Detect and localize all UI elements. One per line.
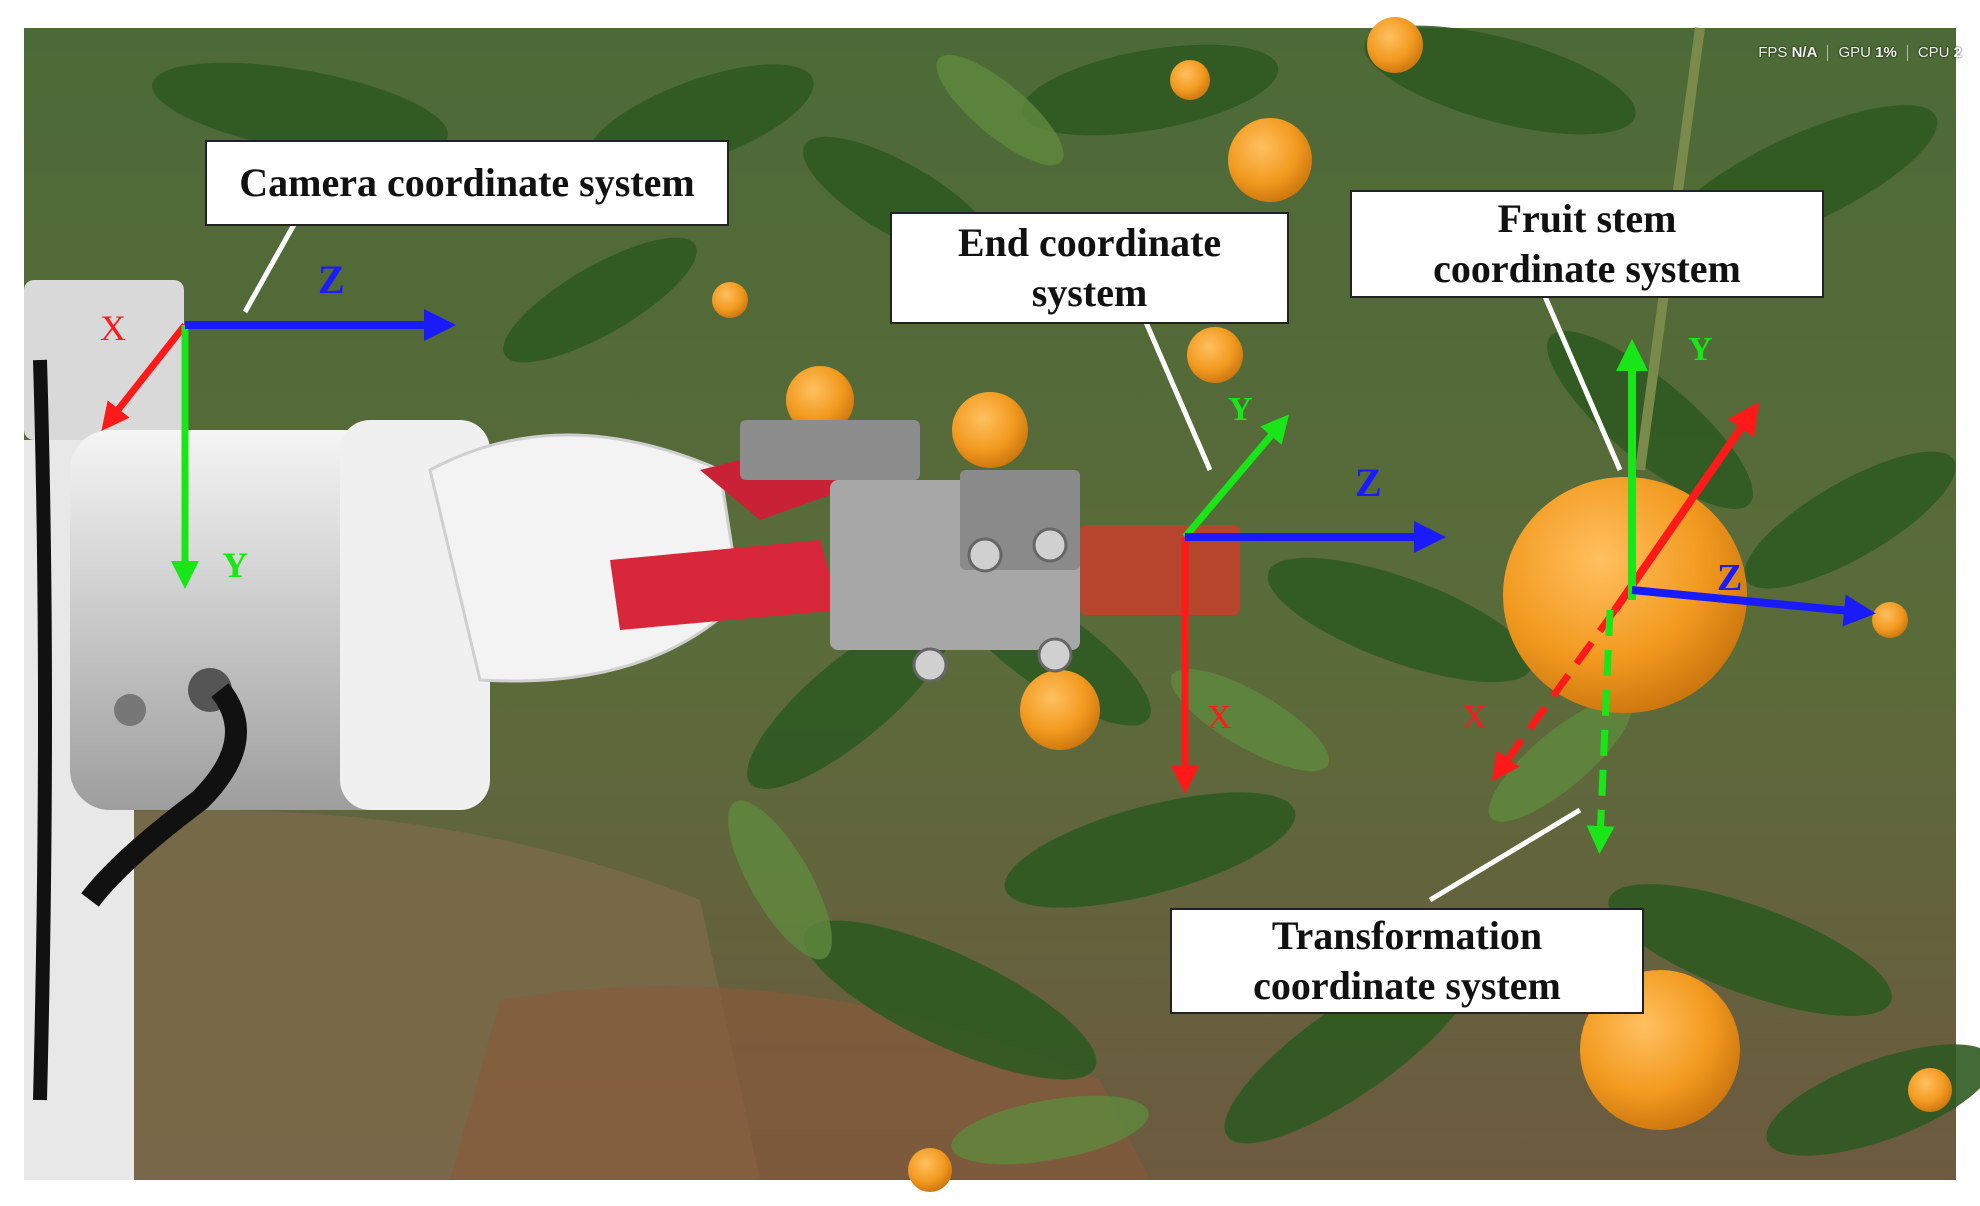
transformation-coordinate-label: Transformation coordinate system bbox=[1170, 908, 1644, 1014]
camera-y-label: Y bbox=[222, 545, 248, 585]
stem-x-axis-up bbox=[1611, 401, 1760, 613]
hud-divider bbox=[1906, 44, 1908, 61]
camera-coordinate-label: Camera coordinate system bbox=[205, 140, 729, 226]
gpu-readout: GPU 1% bbox=[1838, 44, 1897, 61]
end-axes: X Y Z bbox=[1171, 391, 1446, 794]
robot-arm bbox=[24, 280, 742, 1180]
stem-y-label: Y bbox=[1688, 331, 1713, 368]
stem-x-label: X bbox=[1462, 699, 1487, 736]
transform-label-line1: Transformation bbox=[1271, 913, 1543, 958]
camera-x-label: X bbox=[100, 308, 126, 348]
fps-readout: FPS N/A bbox=[1758, 44, 1818, 61]
leader-lines bbox=[242, 219, 1623, 903]
cpu-readout: CPU 2 bbox=[1917, 44, 1962, 61]
hud-divider bbox=[1827, 44, 1829, 61]
end-y-axis bbox=[1182, 414, 1290, 540]
fruit-stem-coordinate-label: Fruit stem coordinate system bbox=[1350, 190, 1824, 298]
camera-axes: X Y Z bbox=[100, 257, 456, 589]
end-y-label: Y bbox=[1228, 391, 1253, 428]
camera-x-axis bbox=[101, 322, 188, 431]
end-label-line1: End coordinate bbox=[957, 220, 1222, 265]
camera-label-text: Camera coordinate system bbox=[239, 160, 695, 205]
stem-axes: X Y Z bbox=[1462, 331, 1876, 854]
end-coordinate-label: End coordinate system bbox=[890, 212, 1289, 324]
transform-label-line2: coordinate system bbox=[1253, 963, 1561, 1008]
camera-z-label: Z bbox=[318, 257, 345, 302]
stem-label-line2: coordinate system bbox=[1433, 246, 1741, 291]
end-x-label: X bbox=[1207, 699, 1232, 736]
performance-overlay: FPS N/A GPU 1% CPU 2 bbox=[1758, 44, 1962, 61]
stem-z-label: Z bbox=[1717, 557, 1742, 599]
gripper bbox=[610, 420, 1240, 683]
stem-label-line1: Fruit stem bbox=[1497, 196, 1677, 241]
stem-z-axis bbox=[1631, 586, 1876, 627]
end-z-label: Z bbox=[1355, 460, 1382, 505]
end-label-line2: system bbox=[1031, 270, 1148, 315]
stem-x-axis bbox=[1491, 607, 1618, 782]
